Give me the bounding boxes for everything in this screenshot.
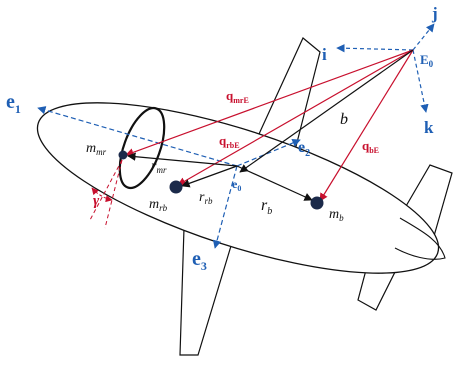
label-gamma: γ <box>93 193 100 209</box>
label-e0: e0 <box>232 177 241 193</box>
vector-q-bE <box>319 49 414 202</box>
gamma-arc <box>91 187 113 203</box>
vector-b <box>239 49 414 173</box>
gamma-reference-line <box>104 159 123 229</box>
mass-rb-dot <box>169 180 183 194</box>
gamma-tilt-line <box>89 159 123 221</box>
label-q-bE: qbE <box>362 138 379 155</box>
vector-r-mr <box>127 152 238 167</box>
label-i: i <box>322 45 327 64</box>
label-r-mr: rmr <box>151 159 167 175</box>
label-E0: E0 <box>420 52 434 69</box>
lower-wing <box>179 227 235 356</box>
label-k: k <box>424 118 434 137</box>
vector-r-b <box>236 165 313 201</box>
label-e2: e2 <box>298 139 310 159</box>
label-q-mrE: qmrE <box>226 88 249 105</box>
label-q-rbE: qrbE <box>219 133 240 150</box>
axis-i-arrow <box>336 44 414 53</box>
label-e3: e3 <box>192 248 207 273</box>
vector-r-rb <box>181 165 238 188</box>
main-rotor-ring <box>118 106 166 190</box>
label-m-b: mb <box>329 207 344 223</box>
axis-j-arrow <box>412 23 435 51</box>
axis-e3-arrow <box>212 165 238 249</box>
label-m-rb: mrb <box>149 197 168 213</box>
label-e1: e1 <box>6 91 21 116</box>
axis-k-arrow <box>412 49 429 113</box>
mass-mr-dot <box>118 150 128 160</box>
axis-e1-arrow <box>37 106 238 167</box>
vector-q-mrE <box>125 49 414 157</box>
vector-q-rbE <box>177 49 414 186</box>
label-m-mr: mmr <box>86 141 107 157</box>
label-r-b: rb <box>261 197 272 217</box>
label-r-rb: rrb <box>199 190 213 206</box>
axis-e2-arrow <box>236 139 301 167</box>
label-b: b <box>340 111 348 128</box>
tail-cone <box>394 217 446 260</box>
label-j: j <box>431 4 438 23</box>
mass-b-dot <box>310 196 324 210</box>
